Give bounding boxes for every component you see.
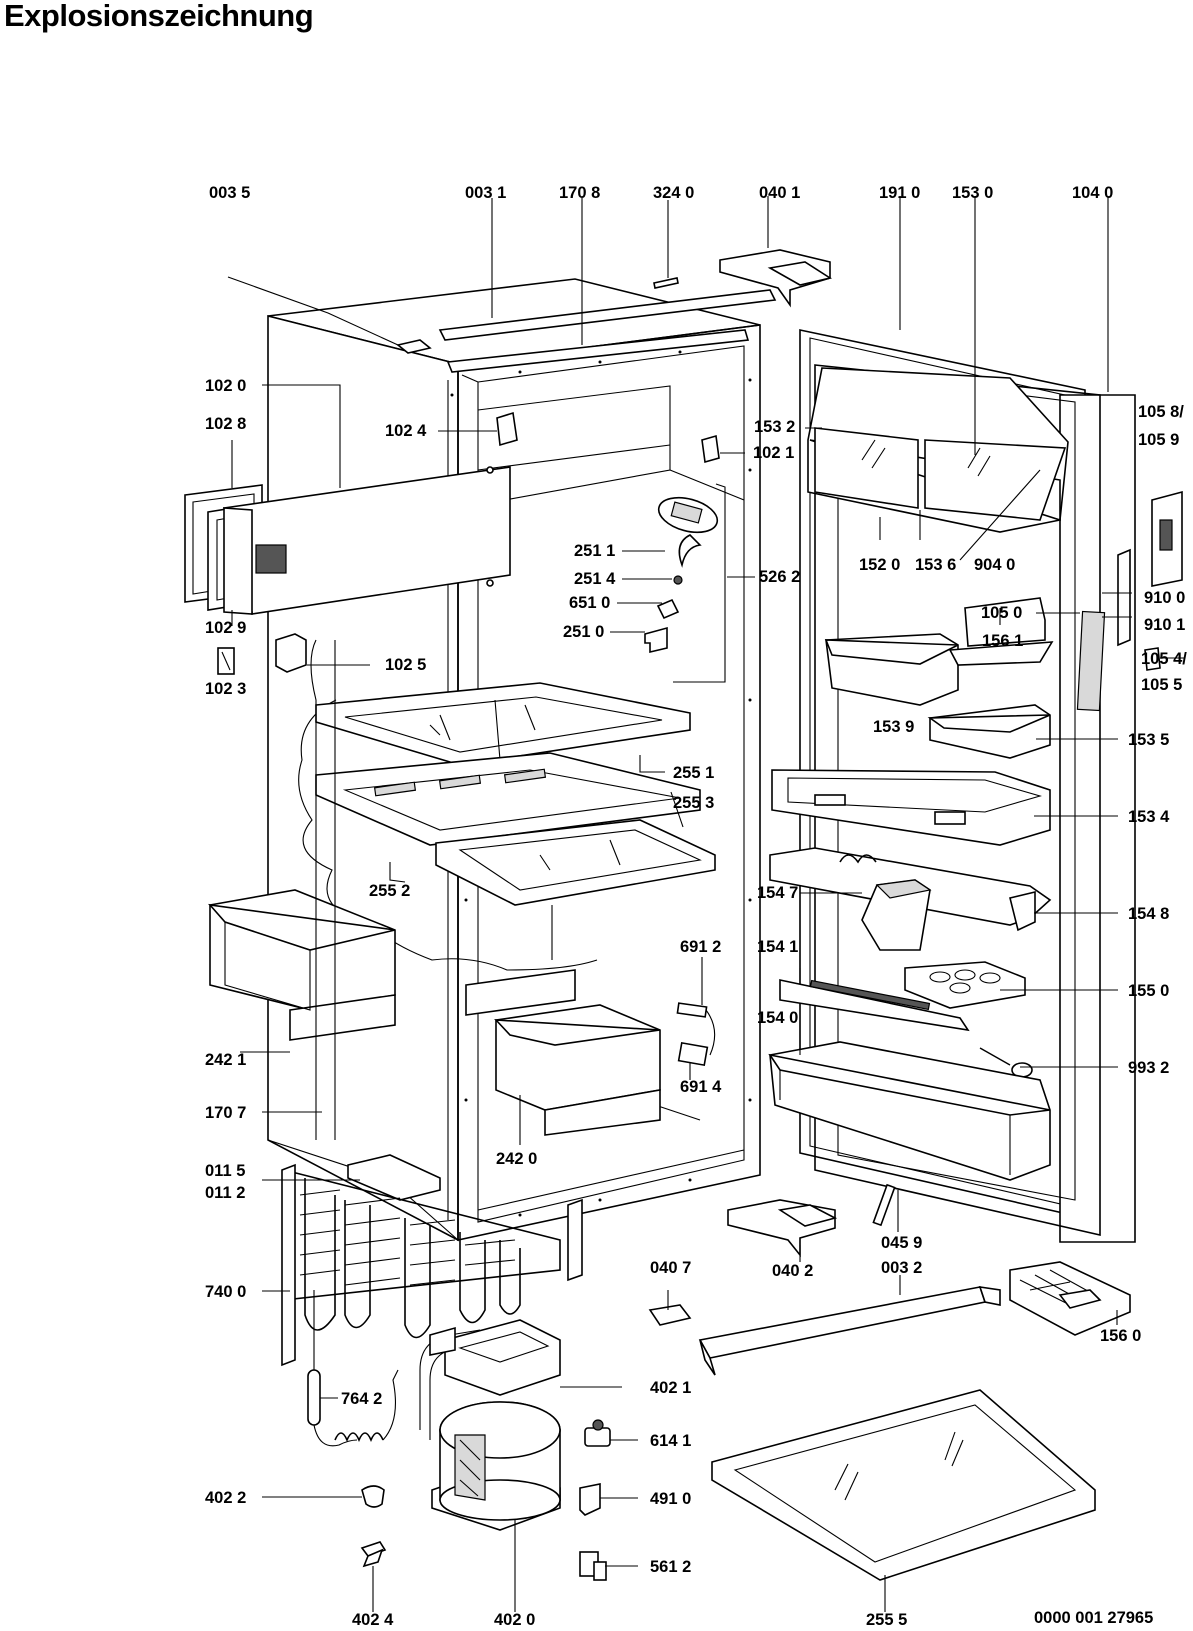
label-102-3: 102 3 xyxy=(205,680,247,698)
label-255-2: 255 2 xyxy=(369,882,411,900)
door-tray-1534 xyxy=(771,769,1051,846)
drip-tray xyxy=(429,1319,561,1396)
label-040-1: 040 1 xyxy=(759,184,801,202)
plinth xyxy=(698,1286,1001,1376)
leader-lines xyxy=(227,196,1185,1612)
label-170-8: 170 8 xyxy=(559,184,601,202)
label-154-8: 154 8 xyxy=(1128,905,1170,923)
capillary-tube xyxy=(307,1290,399,1447)
label-102-0: 102 0 xyxy=(205,377,247,395)
top-rails xyxy=(396,277,777,373)
label-155-0: 155 0 xyxy=(1128,982,1170,1000)
label-153-0: 153 0 xyxy=(952,184,994,202)
top-hinge xyxy=(719,249,833,308)
bottom-hinge xyxy=(727,1183,896,1258)
egg-tray xyxy=(904,961,1026,1009)
label-003-5: 003 5 xyxy=(209,184,251,202)
label-255-1: 255 1 xyxy=(673,764,715,782)
label-251-4: 251 4 xyxy=(574,570,616,588)
label-324-0: 324 0 xyxy=(653,184,695,202)
label-764-2: 764 2 xyxy=(341,1390,383,1408)
label-402-4: 402 4 xyxy=(352,1611,394,1629)
label-011-2: 011 2 xyxy=(205,1184,246,1202)
label-152-0: 152 0 xyxy=(859,556,901,574)
label-153-5: 153 5 xyxy=(1128,731,1170,749)
label-255-5: 255 5 xyxy=(866,1611,908,1629)
label-153-2: 153 2 xyxy=(754,418,796,436)
part-1547 xyxy=(861,879,932,951)
label-251-0: 251 0 xyxy=(563,623,605,641)
label-904-0: 904 0 xyxy=(974,556,1016,574)
label-242-1: 242 1 xyxy=(205,1051,247,1069)
label-003-2: 003 2 xyxy=(881,1259,923,1277)
label-255-3: 255 3 xyxy=(673,794,715,812)
fridge-door xyxy=(799,329,1183,1243)
label-105-9: 105 9 xyxy=(1138,431,1180,449)
label-105-0: 105 0 xyxy=(981,604,1023,622)
label-153-9: 153 9 xyxy=(873,718,915,736)
label-910-0: 910 0 xyxy=(1144,589,1186,607)
label-153-6: 153 6 xyxy=(915,556,957,574)
glass-shelf-upper xyxy=(315,682,691,766)
label-170-7: 170 7 xyxy=(205,1104,247,1122)
label-402-1: 402 1 xyxy=(650,1379,692,1397)
electrical-parts xyxy=(360,1419,611,1581)
freezer-door-assembly xyxy=(184,411,720,675)
bottle-tray xyxy=(768,1041,1051,1181)
ice-tray xyxy=(1009,1261,1131,1336)
label-614-1: 614 1 xyxy=(650,1432,692,1450)
label-102-1: 102 1 xyxy=(753,444,795,462)
label-102-5: 102 5 xyxy=(385,656,427,674)
glass-shelf-lower xyxy=(435,819,716,960)
label-251-1: 251 1 xyxy=(574,542,616,560)
glass-shelf-middle xyxy=(315,752,701,846)
label-191-0: 191 0 xyxy=(879,184,921,202)
label-102-4: 102 4 xyxy=(385,422,427,440)
label-156-1: 156 1 xyxy=(982,632,1024,650)
label-740-0: 740 0 xyxy=(205,1283,247,1301)
label-105-4: 105 4/ xyxy=(1141,650,1187,668)
compressor xyxy=(419,1329,561,1531)
label-402-0: 402 0 xyxy=(494,1611,536,1629)
label-993-2: 993 2 xyxy=(1128,1059,1170,1077)
butter-strip xyxy=(779,979,970,1032)
label-102-8: 102 8 xyxy=(205,415,247,433)
label-102-9: 102 9 xyxy=(205,619,247,637)
light-switch-parts xyxy=(676,1002,716,1067)
label-526-2: 526 2 xyxy=(759,568,801,586)
label-402-2: 402 2 xyxy=(205,1489,247,1507)
label-153-4: 153 4 xyxy=(1128,808,1170,826)
label-104-0: 104 0 xyxy=(1072,184,1114,202)
label-154-1: 154 1 xyxy=(757,938,799,956)
label-491-0: 491 0 xyxy=(650,1490,692,1508)
label-156-0: 156 0 xyxy=(1100,1327,1142,1345)
glass-shelf-bottom xyxy=(711,1389,1096,1581)
label-040-2: 040 2 xyxy=(772,1262,814,1280)
label-105-8: 105 8/ xyxy=(1138,403,1184,421)
door-boxes xyxy=(824,597,1054,759)
label-040-7: 040 7 xyxy=(650,1259,692,1277)
dairy-compartment xyxy=(807,367,1069,533)
part-0407 xyxy=(648,1304,692,1326)
label-154-7: 154 7 xyxy=(757,884,799,902)
label-154-0: 154 0 xyxy=(757,1009,799,1027)
label-561-2: 561 2 xyxy=(650,1558,692,1576)
label-242-0: 242 0 xyxy=(496,1150,538,1168)
thermostat-assembly xyxy=(644,483,726,683)
document-number: 0000 001 27965 xyxy=(1034,1609,1154,1627)
label-011-5: 011 5 xyxy=(205,1162,246,1180)
label-910-1: 910 1 xyxy=(1144,616,1186,634)
label-003-1: 003 1 xyxy=(465,184,507,202)
crisper-drawer-right xyxy=(465,969,661,1136)
label-651-0: 651 0 xyxy=(569,594,611,612)
label-691-2: 691 2 xyxy=(680,938,722,956)
label-105-5: 105 5 xyxy=(1141,676,1183,694)
condenser xyxy=(281,1163,583,1367)
label-045-9: 045 9 xyxy=(881,1234,923,1252)
page-title: Explosionszeichnung xyxy=(4,0,314,33)
label-691-4: 691 4 xyxy=(680,1078,722,1096)
